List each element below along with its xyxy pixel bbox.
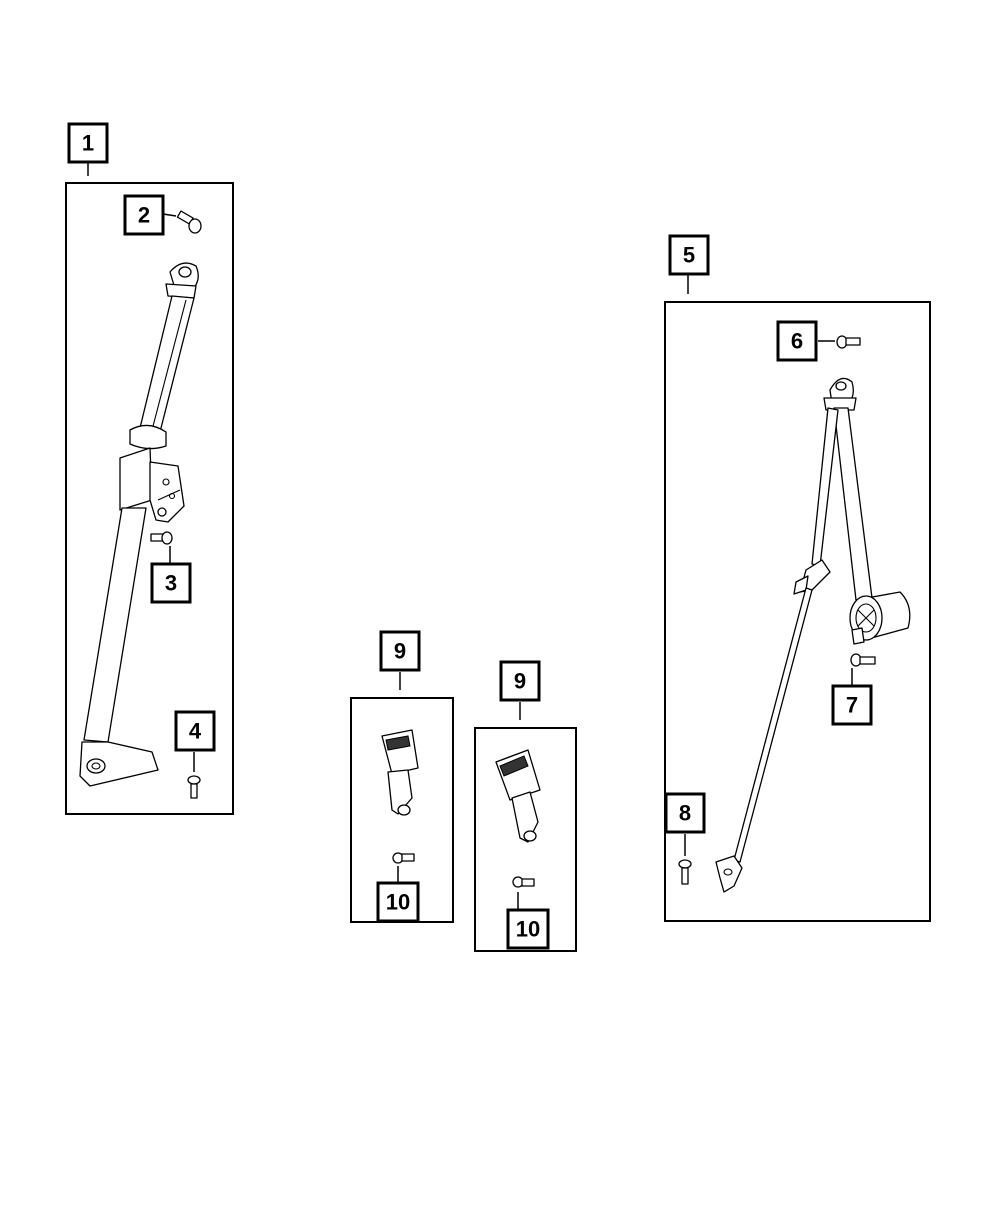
assembly-1 <box>65 162 234 815</box>
assembly-1-frame <box>65 182 234 815</box>
height-adjuster-icon <box>119 424 185 523</box>
bolt-icon <box>176 210 202 234</box>
lower-anchor-icon <box>79 741 159 787</box>
callout-5: 5 <box>668 234 710 276</box>
assembly-5 <box>664 275 931 922</box>
belt-webbing-lower-icon <box>733 587 813 863</box>
bolt-icon <box>850 653 876 667</box>
buckle-icon <box>381 729 419 816</box>
retractor-icon <box>849 591 911 645</box>
callout-6: 6 <box>776 320 818 362</box>
callout-4: 4 <box>174 710 216 752</box>
callout-2: 2 <box>123 194 165 236</box>
assembly-5-frame <box>664 301 931 922</box>
svg-text:6: 6 <box>791 329 803 354</box>
callout-10a: 10 <box>376 881 420 923</box>
svg-text:10: 10 <box>386 890 410 915</box>
svg-text:7: 7 <box>846 693 858 718</box>
callout-9a: 9 <box>379 630 421 672</box>
svg-text:1: 1 <box>82 131 94 156</box>
belt-webbing-icon <box>139 295 195 433</box>
svg-text:5: 5 <box>683 243 695 268</box>
callout-2-leader <box>162 213 177 217</box>
svg-text:8: 8 <box>679 801 691 826</box>
belt-webbing-diagonal-icon <box>811 407 839 567</box>
svg-text:9: 9 <box>514 669 526 694</box>
upper-anchor-icon <box>823 377 857 411</box>
belt-guide-icon <box>793 559 831 595</box>
bolt-icon <box>187 775 201 799</box>
callout-10b: 10 <box>506 908 550 950</box>
callout-9b: 9 <box>499 660 541 702</box>
bolt-icon <box>678 859 692 885</box>
callout-3: 3 <box>150 562 192 604</box>
lower-anchor-icon <box>715 855 743 893</box>
callout-1: 1 <box>67 122 109 164</box>
assembly-9b-frame <box>474 727 577 952</box>
buckle-icon <box>495 749 541 843</box>
svg-text:10: 10 <box>516 917 540 942</box>
belt-webbing-icon <box>833 407 873 601</box>
bolt-icon <box>836 335 861 349</box>
svg-text:9: 9 <box>394 639 406 664</box>
belt-webbing-lower-icon <box>83 507 147 743</box>
svg-text:4: 4 <box>189 719 202 744</box>
callout-8: 8 <box>664 792 706 834</box>
assembly-9b <box>474 702 577 952</box>
bolt-icon <box>150 531 173 545</box>
svg-text:2: 2 <box>138 203 150 228</box>
svg-text:3: 3 <box>165 571 177 596</box>
bolt-icon <box>512 876 535 888</box>
upper-anchor-icon <box>165 262 199 299</box>
bolt-icon <box>392 852 415 864</box>
callout-7: 7 <box>831 684 873 726</box>
assembly-9a <box>350 672 454 923</box>
